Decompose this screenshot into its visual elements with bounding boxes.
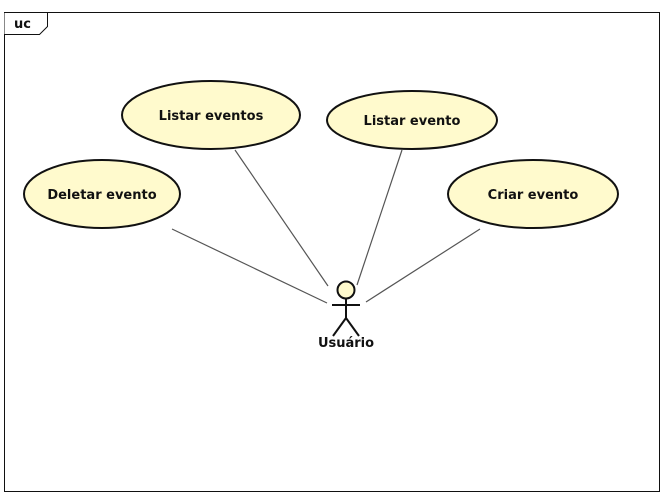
diagram-frame xyxy=(4,12,660,492)
use-case-criar-evento[interactable]: Criar evento xyxy=(447,159,619,229)
actor-right-leg xyxy=(345,317,360,337)
use-case-label: Listar eventos xyxy=(159,109,264,124)
use-case-ellipse xyxy=(447,159,619,229)
use-case-label: Listar evento xyxy=(364,114,461,129)
use-case-ellipse xyxy=(326,90,498,150)
actor-usuario[interactable]: Usuário xyxy=(318,280,374,352)
association-deletar-evento xyxy=(171,228,328,304)
actor-name: Usuário xyxy=(318,336,374,351)
association-listar-eventos xyxy=(234,149,329,287)
use-case-deletar-evento[interactable]: Deletar evento xyxy=(23,159,181,229)
use-case-ellipse xyxy=(23,159,181,229)
use-case-listar-eventos[interactable]: Listar eventos xyxy=(121,80,301,150)
association-listar-evento xyxy=(356,149,403,286)
actor-head xyxy=(336,280,356,300)
frame-tab xyxy=(4,12,48,35)
association-criar-evento xyxy=(365,228,481,303)
use-case-ellipse xyxy=(121,80,301,150)
actor-left-leg xyxy=(332,317,347,337)
use-case-label: Deletar evento xyxy=(47,188,156,203)
frame-label: uc xyxy=(14,17,31,32)
use-case-listar-evento[interactable]: Listar evento xyxy=(326,90,498,150)
use-case-label: Criar evento xyxy=(488,188,579,203)
